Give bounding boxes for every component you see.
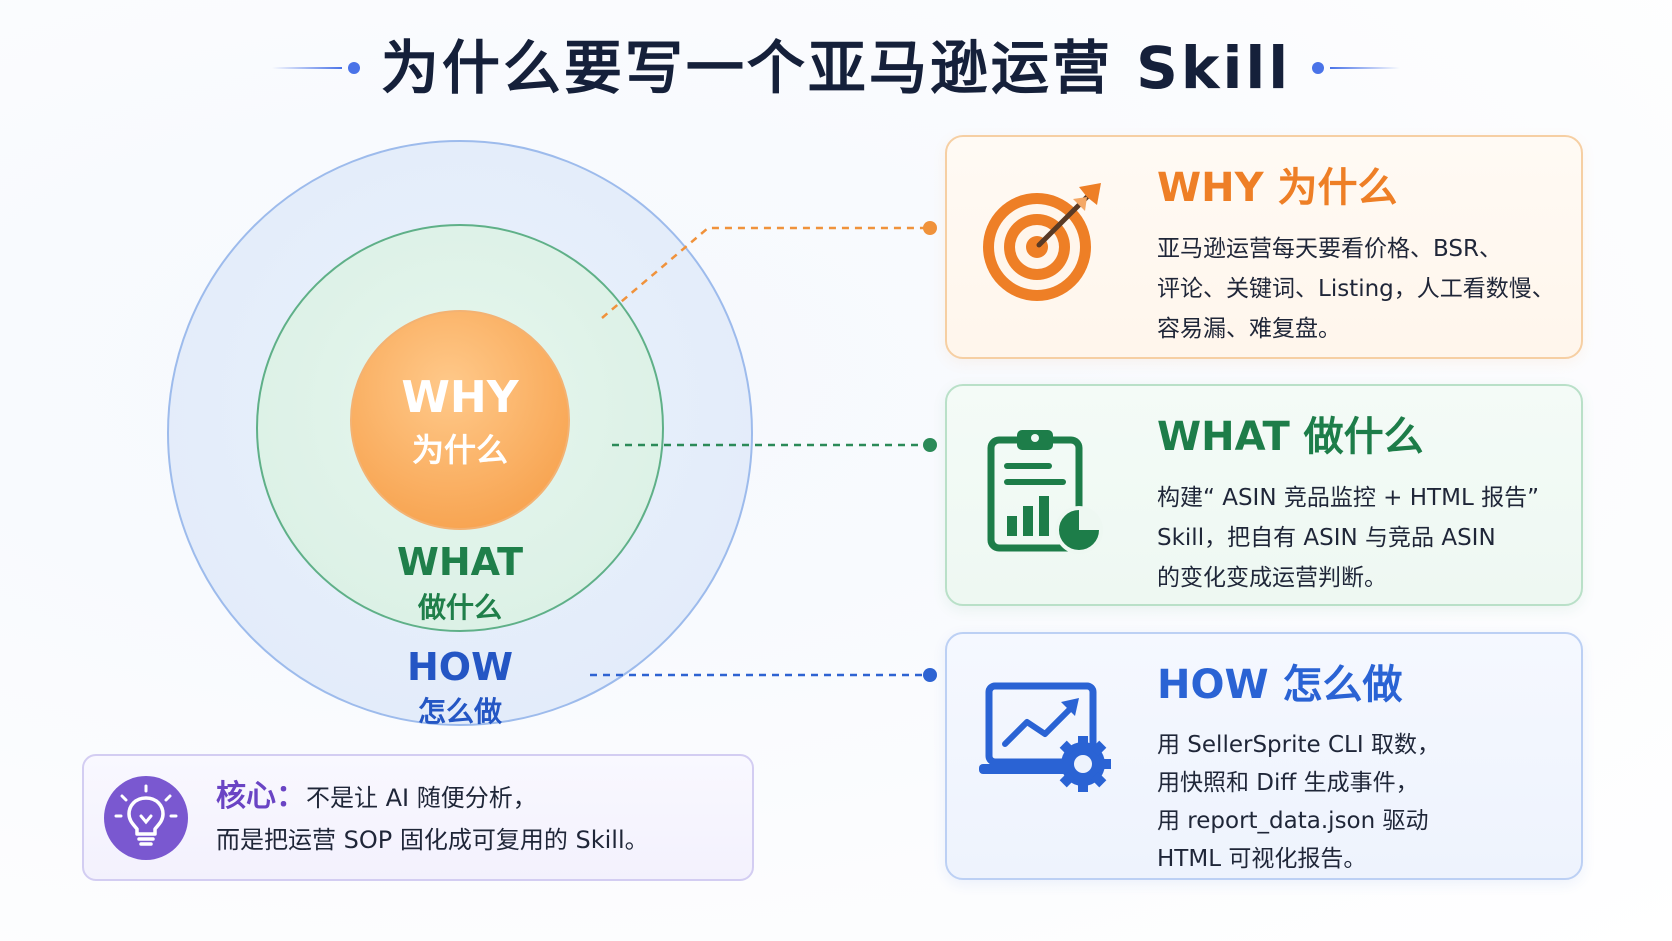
circle-label-how-zh: 怎么做	[417, 695, 502, 728]
card-how-body: 用 SellerSprite CLI 取数， 用快照和 Diff 生成事件， 用…	[1157, 726, 1567, 878]
laptop-gear-icon	[979, 682, 1111, 792]
card-what: WHAT 做什么 构建“ ASIN 竞品监控 + HTML 报告” Skill，…	[945, 384, 1583, 606]
circle-label-what-zh: 做什么	[417, 591, 502, 624]
title-decoration-left	[272, 62, 362, 74]
card-how-line: 用 report_data.json 驱动	[1157, 808, 1429, 834]
card-what-body: 构建“ ASIN 竞品监控 + HTML 报告” Skill，把自有 ASIN …	[1157, 478, 1567, 598]
circle-label-how: HOW	[406, 645, 514, 689]
target-icon	[983, 183, 1101, 301]
card-what-title: WHAT 做什么	[1157, 414, 1424, 460]
card-how-line: 用快照和 Diff 生成事件，	[1157, 770, 1419, 796]
core-note-line1: 不是让 AI 随便分析，	[306, 784, 537, 812]
card-why-body: 亚马逊运营每天要看价格、BSR、 评论、关键词、Listing，人工看数慢、 容…	[1157, 229, 1567, 349]
card-why: WHY 为什么 亚马逊运营每天要看价格、BSR、 评论、关键词、Listing，…	[945, 135, 1583, 359]
card-how-line: 用 SellerSprite CLI 取数，	[1157, 732, 1440, 758]
connector-how-dot	[923, 668, 937, 682]
core-note: 核心：不是让 AI 随便分析， 而是把运营 SOP 固化成可复用的 Skill。	[82, 754, 754, 881]
connector-why	[601, 226, 930, 319]
card-how-line: HTML 可视化报告。	[1157, 846, 1367, 872]
card-what-line: 构建“ ASIN 竞品监控 + HTML 报告”	[1157, 485, 1539, 511]
core-note-text: 核心：不是让 AI 随便分析， 而是把运营 SOP 固化成可复用的 Skill。	[216, 776, 736, 861]
connector-why-dot	[923, 221, 937, 235]
lightbulb-icon	[104, 776, 188, 860]
card-why-line: 容易漏、难复盘。	[1157, 316, 1341, 342]
card-why-line: 评论、关键词、Listing，人工看数慢、	[1157, 276, 1555, 302]
card-why-line: 亚马逊运营每天要看价格、BSR、	[1157, 236, 1502, 262]
card-how: HOW 怎么做 用 SellerSprite CLI 取数， 用快照和 Diff…	[945, 632, 1583, 880]
circle-label-why-zh: 为什么	[411, 431, 508, 469]
connector-what-dot	[923, 438, 937, 452]
title-decoration-right	[1310, 62, 1400, 74]
circle-label-why: WHY	[401, 372, 519, 423]
clipboard-chart-icon	[987, 430, 1103, 554]
core-note-line2: 而是把运营 SOP 固化成可复用的 Skill。	[216, 826, 649, 854]
card-how-title: HOW 怎么做	[1157, 662, 1403, 708]
card-what-line: Skill，把自有 ASIN 与竞品 ASIN	[1157, 525, 1496, 551]
card-what-line: 的变化变成运营判断。	[1157, 565, 1387, 591]
circle-label-what: WHAT	[396, 540, 524, 584]
card-why-title: WHY 为什么	[1157, 165, 1398, 211]
core-note-key: 核心：	[216, 779, 306, 814]
page-title: 为什么要写一个亚马逊运营 Skill	[380, 34, 1292, 102]
title-row: 为什么要写一个亚马逊运营 Skill	[0, 28, 1672, 108]
